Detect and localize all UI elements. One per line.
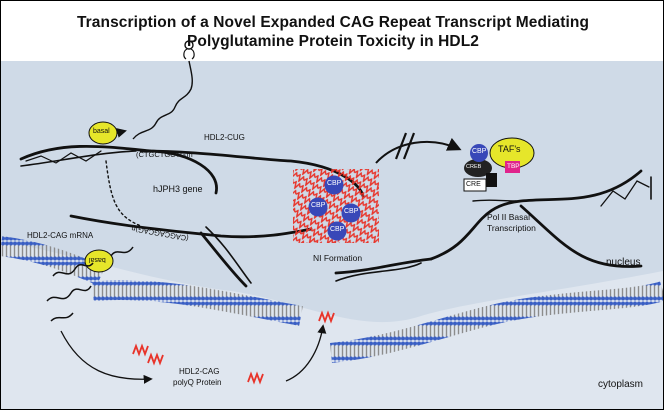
blocked-arrow: [375, 132, 462, 164]
basal-label-top: basal: [93, 128, 110, 135]
basal-factor-bottom: [84, 249, 114, 273]
pol2-label-line1: Pol II Basal: [487, 212, 530, 222]
cug-transcript: [132, 40, 195, 140]
polyq-label-line2: polyQ Protein: [173, 378, 222, 387]
basal-label-bottom: basal: [89, 256, 106, 263]
ni-aggregate: [293, 169, 379, 243]
cre-label: CRE: [466, 181, 481, 188]
tbp-label: TBP: [507, 163, 520, 170]
cbp-ni-label-4: CBP: [330, 226, 345, 233]
membrane-segment-right: [330, 281, 663, 363]
figure-title-line2: Polyglutamine Protein Toxicity in HDL2: [186, 33, 480, 50]
figure-title-line1: Transcription of a Novel Expanded CAG Re…: [76, 14, 590, 31]
cbp-ni-label-3: CBP: [344, 208, 359, 215]
membrane-segment-left: [1, 236, 105, 286]
cag-mrna-label: HDL2-CAG mRNA: [27, 231, 94, 240]
cbp-ni-3: [341, 203, 361, 223]
polyq-label-line1: HDL2-CAG: [179, 367, 220, 376]
nuclear-membrane: [1, 236, 663, 363]
transcription-complex: [463, 137, 535, 192]
pol2-dna: [334, 169, 652, 282]
cbp-ni-2: [308, 197, 328, 217]
hjph3-gene-loop: [19, 144, 365, 288]
cytoplasm-label: cytoplasm: [598, 379, 644, 390]
pol2-label-line2: Transcription: [487, 223, 536, 233]
ctg-repeat-label: (CTGCTGCTG)n: [136, 150, 193, 159]
tbp-factor: [505, 161, 520, 173]
cbp-ni-4: [327, 221, 347, 241]
creb-label: CREB: [466, 164, 482, 170]
nucleus-label: nucleus: [606, 257, 641, 268]
cag-mrna-strands: [46, 246, 134, 322]
hdl2-cug-label: HDL2-CUG: [204, 133, 245, 142]
translation-arrow: [60, 330, 153, 384]
membrane-segment-middle: [92, 280, 303, 326]
polyq-proteins: [132, 310, 335, 385]
cbp-ni-1: [324, 175, 344, 195]
cbp-complex: [470, 144, 488, 162]
ni-formation-label: NI Formation: [313, 253, 363, 263]
nuclear-import-arrow: [285, 324, 327, 382]
tafs-label: TAF's: [498, 144, 521, 154]
creb-factor: [464, 159, 492, 177]
cbp-complex-label: CBP: [472, 148, 487, 155]
gene-label: hJPH3 gene: [153, 184, 203, 194]
cbp-ni-label-1: CBP: [327, 180, 342, 187]
cbp-ni-label-2: CBP: [311, 202, 326, 209]
